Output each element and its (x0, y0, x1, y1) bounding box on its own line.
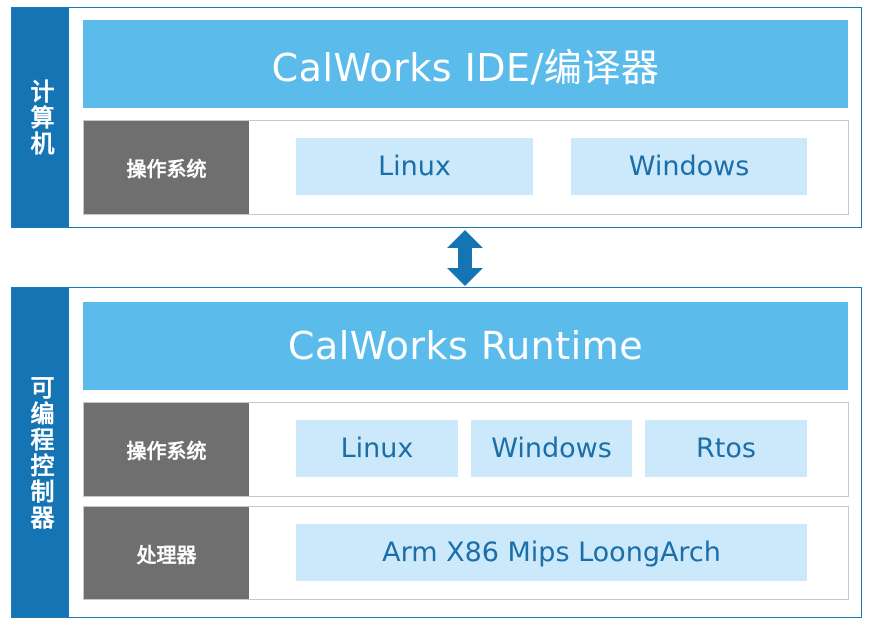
computer-side-text: 计算机 (26, 78, 54, 157)
controller-cpu-list: Arm X86 Mips LoongArch (296, 524, 807, 581)
controller-os-linux: Linux (296, 420, 458, 477)
ide-banner: CalWorks IDE/编译器 (83, 20, 848, 108)
computer-panel: 计算机 CalWorks IDE/编译器 操作系统 Linux Windows (11, 7, 862, 228)
controller-os-label: 操作系统 (84, 403, 249, 496)
computer-os-windows: Windows (571, 138, 807, 195)
computer-os-linux: Linux (296, 138, 533, 195)
controller-os-windows: Windows (471, 420, 632, 477)
controller-os-rtos: Rtos (645, 420, 807, 477)
controller-os-row: 操作系统 Linux Windows Rtos (83, 402, 849, 497)
computer-os-label: 操作系统 (84, 121, 249, 214)
double-vertical-arrow-icon (447, 230, 483, 286)
computer-side-label: 计算机 (12, 8, 69, 227)
computer-os-row: 操作系统 Linux Windows (83, 120, 849, 215)
runtime-banner: CalWorks Runtime (83, 302, 848, 390)
controller-side-label: 可编程控制器 (12, 288, 69, 617)
controller-cpu-label: 处理器 (84, 507, 249, 599)
controller-panel: 可编程控制器 CalWorks Runtime 操作系统 Linux Windo… (11, 287, 862, 618)
controller-cpu-row: 处理器 Arm X86 Mips LoongArch (83, 506, 849, 600)
controller-side-text: 可编程控制器 (26, 374, 54, 531)
